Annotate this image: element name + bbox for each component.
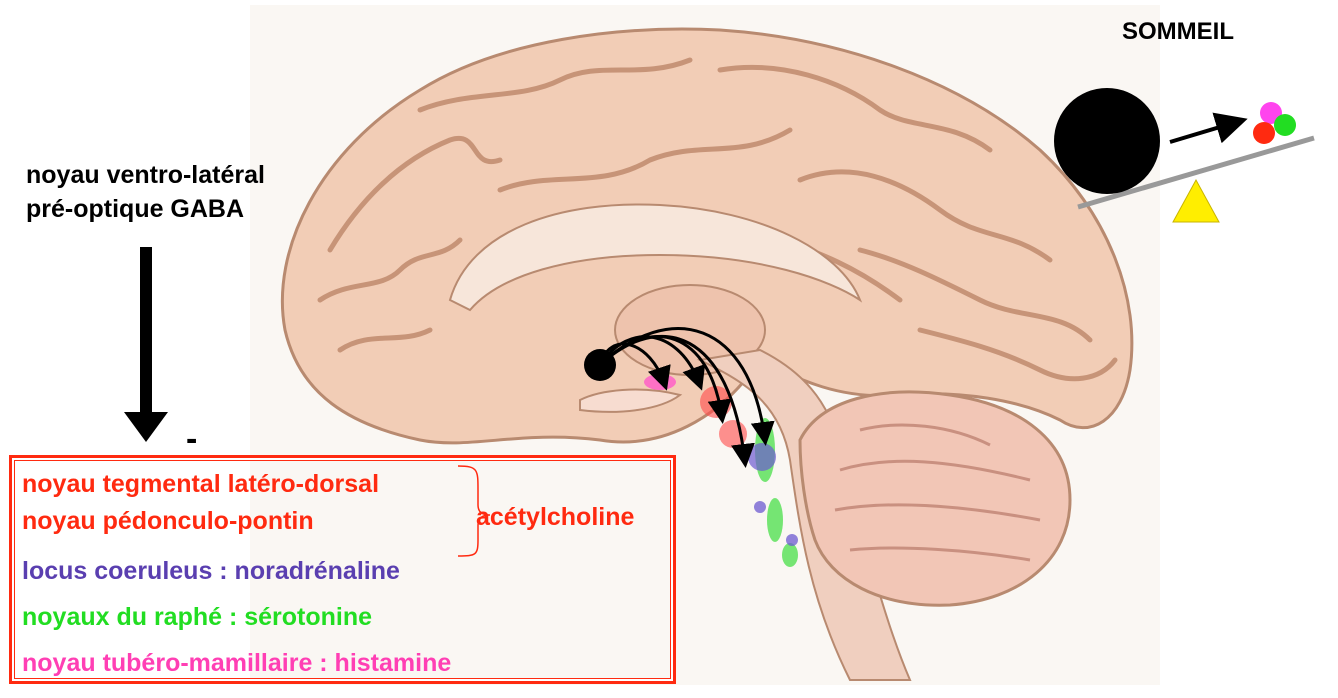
locus-marker-2: [754, 501, 766, 513]
nucleus-label-laterodorsal: noyau tegmental latéro-dorsal: [22, 470, 379, 499]
nucleus-label-locus-coeruleus: locus coeruleus : noradrénaline: [22, 557, 400, 586]
nucleus-label-raphe: noyaux du raphé : sérotonine: [22, 603, 372, 632]
cerebellum: [800, 392, 1070, 605]
sleep-seesaw: [1054, 88, 1314, 222]
acetylcholine-label: acétylcholine: [476, 503, 634, 532]
vlpo-label: noyau ventro-latéral pré-optique GABA: [26, 158, 265, 226]
tuberomammillary-nucleus-marker: [644, 374, 676, 390]
sleep-title: SOMMEIL: [1122, 18, 1234, 46]
locus-marker-3: [786, 534, 798, 546]
sleep-big-ball: [1054, 88, 1160, 194]
vlpo-label-line2: pré-optique GABA: [26, 192, 265, 226]
sleep-inhibition-sign: -: [1227, 106, 1238, 136]
vlpo-nucleus-dot: [584, 349, 616, 381]
vlpo-label-line1: noyau ventro-latéral: [26, 158, 265, 192]
seesaw-fulcrum: [1173, 180, 1219, 222]
raphe-marker-3: [782, 543, 798, 567]
sleep-small-ball-serotonin: [1274, 114, 1296, 136]
vlpo-arrow-head: [124, 412, 168, 442]
vlpo-inhibition-sign: -: [186, 420, 197, 459]
nucleus-label-tuberomammillary: noyau tubéro-mamillaire : histamine: [22, 649, 451, 678]
locus-coeruleus-marker: [748, 443, 776, 471]
raphe-marker-2: [767, 498, 783, 542]
nucleus-label-pedunculopontine: noyau pédonculo-pontin: [22, 507, 314, 536]
vlpo-arrow-shaft: [140, 247, 152, 417]
sleep-small-ball-acetylcholine: [1253, 122, 1275, 144]
